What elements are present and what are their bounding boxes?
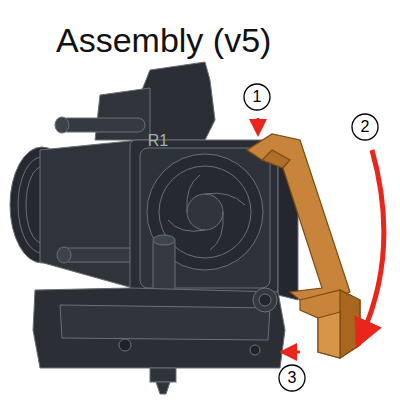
- slide-arrow: [288, 351, 300, 354]
- callout-number: 1: [253, 89, 262, 105]
- part-name: R1: [148, 133, 168, 149]
- rotate-arrow: [362, 150, 384, 335]
- callout-circle: [244, 84, 270, 110]
- callout-number: 2: [361, 119, 370, 135]
- diagram-title: Assembly (v5): [56, 23, 271, 57]
- push-arrow: [257, 118, 260, 128]
- callout-circle: [352, 114, 378, 140]
- callout-circle: [279, 365, 305, 391]
- callout-number: 3: [288, 370, 297, 386]
